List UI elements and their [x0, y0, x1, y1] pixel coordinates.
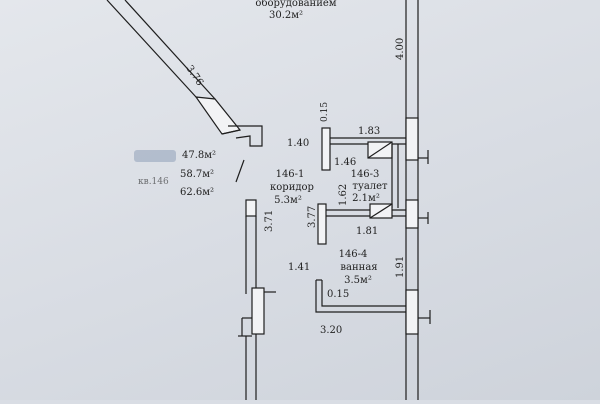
wall-tick: [235, 159, 245, 183]
right-wall: [405, 0, 431, 400]
apartment-area-1: 47.8м²: [182, 150, 216, 161]
dimension-1-91: 1.91: [395, 256, 406, 278]
bathroom-walls: [315, 279, 406, 313]
apartment-label: кв.146: [138, 177, 169, 187]
apartment-area-2: 58.7м²: [180, 169, 214, 180]
redaction-blur: [134, 150, 176, 162]
corridor-left-wall: [238, 199, 276, 400]
dimension-1-83: 1.83: [358, 126, 380, 137]
dimension-1-46: 1.46: [334, 157, 356, 168]
bathroom-area: 3.5м²: [344, 275, 372, 286]
toilet-area: 2.1м²: [352, 193, 380, 204]
dimension-3-20: 3.20: [320, 325, 342, 336]
dimension-1-81: 1.81: [356, 226, 378, 237]
toilet-walls: [317, 127, 406, 245]
corridor-name: коридор: [270, 182, 314, 193]
dimension-1-40: 1.40: [287, 138, 309, 149]
dimension-1-41: 1.41: [288, 262, 310, 273]
dimension-4-00: 4.00: [395, 38, 406, 60]
dimension-1-62: 1.62: [338, 184, 349, 206]
corridor-area: 5.3м²: [274, 195, 302, 206]
toilet-name: туалет: [352, 181, 388, 192]
dimension-0-15-top: 0.15: [320, 102, 330, 122]
equipment-room-area: 30.2м²: [269, 10, 303, 21]
dimension-3-71: 3.71: [264, 210, 275, 232]
bathroom-name: ванная: [340, 262, 377, 273]
diagonal-wall: [106, 0, 263, 147]
apartment-area-3: 62.6м²: [180, 187, 214, 198]
bathroom-code: 146-4: [339, 249, 368, 260]
toilet-code: 146-3: [351, 169, 380, 180]
equipment-room-name: оборудованием: [255, 0, 336, 9]
dimension-3-77: 3.77: [307, 206, 318, 228]
dimension-0-15-bottom: 0.15: [327, 289, 349, 300]
corridor-code: 146-1: [276, 169, 305, 180]
